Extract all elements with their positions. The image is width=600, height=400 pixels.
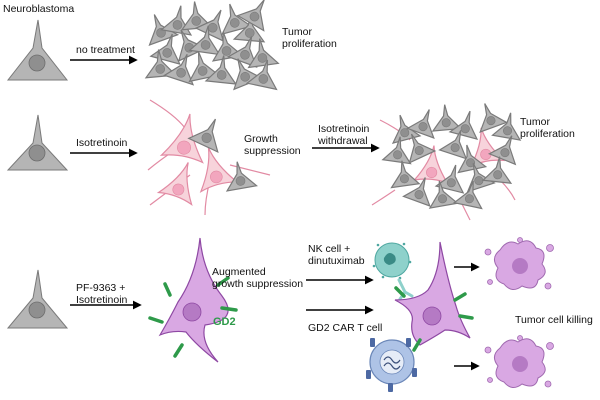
neurite [229, 164, 271, 176]
tumor-cell [491, 112, 522, 141]
nk-cell [372, 242, 414, 301]
neuroblastoma-cell-row2 [6, 114, 69, 171]
growth-suppression-cluster [147, 99, 271, 216]
label-tumor-cell-killing: Tumor cell killing [515, 314, 593, 326]
label-line: Growth [244, 133, 278, 145]
label-line: withdrawal [318, 135, 368, 147]
label-line: NK cell + [308, 243, 351, 255]
tumor-cell [247, 38, 280, 69]
label-line: Isotretinoin [318, 123, 370, 135]
tumor-cell [452, 180, 483, 210]
tumor-cell [144, 49, 178, 79]
label-no-treatment: no treatment [76, 44, 135, 56]
tumor-proliferation-cluster-2 [371, 103, 522, 221]
label-line: Isotretinoin [76, 294, 128, 306]
label-tumor-proliferation-2: Tumor proliferation [520, 116, 575, 140]
differentiated-cell [199, 147, 239, 193]
car-t-cell [366, 338, 417, 392]
label-isotretinoin-withdrawal: Isotretinoin withdrawal [318, 123, 369, 147]
tumor-cell [194, 9, 225, 42]
label-line: proliferation [282, 38, 337, 50]
tumor-cell [406, 109, 435, 140]
gd2-tumor-cell [148, 237, 238, 363]
tumor-cell [481, 156, 513, 184]
neuroblastoma-cell-row1 [6, 19, 69, 81]
label-growth-suppression: Growth suppression [244, 133, 301, 157]
tumor-cell [225, 161, 258, 192]
tumor-cell [188, 25, 221, 56]
dying-tumor-cell-1 [484, 237, 554, 290]
tumor-cell [221, 3, 253, 35]
tumor-cell [479, 103, 508, 134]
label-line: proliferation [520, 128, 575, 140]
label-nk-cell-dinutuximab: NK cell + dinutuximab [308, 243, 365, 267]
differentiated-cell [156, 162, 193, 207]
tumor-cell [226, 36, 258, 69]
label-pf9363-isotretinoin: PF-9363 + Isotretinoin [76, 282, 127, 306]
tumor-cell [448, 110, 479, 141]
tumor-cell [236, 0, 265, 32]
label-line: Tumor [520, 116, 550, 128]
neuroblastoma-cell-row3 [6, 269, 69, 329]
label-isotretinoin: Isotretinoin [76, 137, 128, 149]
tumor-cell [438, 130, 468, 160]
label-line: Augmented [212, 266, 266, 278]
tumor-cell [408, 133, 437, 164]
label-line: Tumor [282, 26, 312, 38]
tumor-cell [431, 104, 463, 132]
tumor-cell [390, 160, 421, 189]
tumor-cell [204, 55, 238, 85]
tumor-proliferation-cluster-1 [144, 0, 280, 91]
label-line: dinutuximab [308, 255, 365, 267]
tumor-cell [163, 54, 195, 86]
differentiated-cell [412, 145, 449, 185]
tumor-cell [487, 135, 517, 166]
neurite [371, 189, 396, 206]
tumor-cell [428, 180, 459, 209]
tumor-cell [381, 136, 412, 165]
tumor-cell [177, 29, 208, 62]
dying-tumor-cell-2 [484, 335, 554, 388]
label-tumor-proliferation-1: Tumor proliferation [282, 26, 337, 50]
label-line: suppression [244, 145, 301, 157]
label-neuroblastoma: Neuroblastoma [3, 3, 75, 15]
tumor-cell [402, 177, 431, 208]
tumor-cell [457, 144, 488, 174]
tumor-cell [188, 51, 221, 83]
tumor-cell [466, 163, 496, 193]
targeted-tumor-cell [394, 241, 474, 352]
label-gd2-car-t-cell: GD2 CAR T cell [308, 322, 383, 334]
label-line: PF-9363 + [76, 282, 126, 294]
tumor-cell [245, 59, 278, 91]
neurite [149, 99, 186, 129]
tumor-cell [434, 164, 465, 194]
label-gd2: GD2 [213, 316, 236, 328]
tumor-cell [187, 118, 219, 154]
label-line: growth suppression [212, 278, 304, 290]
label-augmented-growth-suppression: Augmented growth suppression [212, 266, 303, 290]
